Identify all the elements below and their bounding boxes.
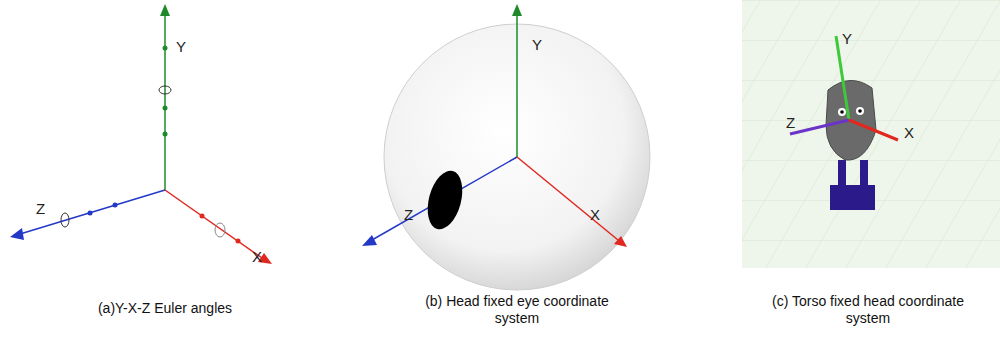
axis-label: Y	[842, 30, 852, 47]
axis-label: Z	[36, 200, 45, 217]
axis-label: Y	[176, 38, 186, 55]
eye-sphere	[362, 4, 650, 290]
panel-caption: (c) Torso fixed head coordinate system	[758, 293, 978, 327]
axis-label: X	[904, 124, 914, 141]
axis-label: Y	[532, 36, 542, 53]
axis-label: X	[590, 206, 600, 223]
axis-label: X	[252, 248, 262, 265]
robot-head-scene	[742, 0, 1000, 268]
euler-axes	[10, 4, 272, 264]
panel-caption: (a)Y-X-Z Euler angles	[45, 300, 285, 317]
axis-label: Z	[786, 114, 795, 131]
panel-caption: (b) Head fixed eye coordinate system	[422, 293, 612, 327]
axis-label: Z	[404, 206, 413, 223]
